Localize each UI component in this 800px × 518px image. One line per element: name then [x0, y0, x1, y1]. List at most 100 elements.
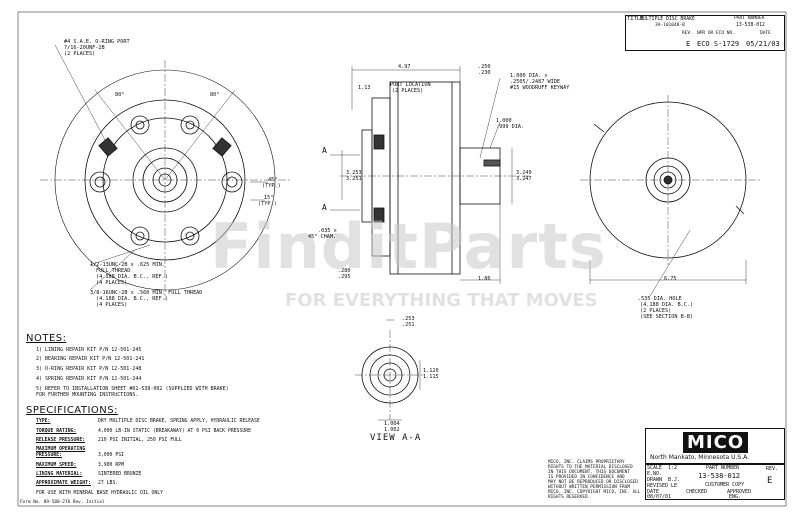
spec-release: RELEASE PRESSURE: 210 PSI INITIAL, 250 PS… [36, 438, 182, 443]
proprietary-1: MICO, INC. CLAIMS PROPRIETARY [548, 460, 625, 465]
dim-186: 1.86 [478, 276, 491, 282]
dim-497: 4.97 [398, 64, 411, 70]
spec-type-key: TYPE: [36, 419, 51, 424]
drawn-label: DRAWN [647, 477, 663, 483]
note-2: 2) BEARING REPAIR KIT P/N 12-501-241 [36, 356, 145, 362]
spec-maxop-value: 3,000 PSI [98, 453, 124, 458]
dim-1115: 1.115 [423, 374, 439, 380]
dim-thread2b: (4.188 DIA. B.C., REF.) [96, 296, 168, 302]
dim-280: .280 [338, 268, 351, 274]
title-label: TITLE [627, 16, 644, 22]
spec-weight-key: APPROXIMATE WEIGHT: [36, 481, 91, 486]
date-label: DATE [760, 31, 771, 36]
specs-heading: SPECIFICATIONS: [26, 405, 119, 416]
dim-295: .295 [338, 274, 351, 280]
dim-253: .253 [402, 316, 415, 322]
proprietary-2: RIGHTS TO THE MATERIAL DISCLOSED [548, 465, 633, 470]
revised-value: LE [671, 483, 678, 489]
mico-logo: MICO [683, 432, 749, 453]
dim-hole: .535 DIA. HOLE [638, 296, 682, 302]
dim-250: .250 [478, 64, 491, 70]
spec-release-value: 210 PSI INITIAL, 250 PSI FULL [98, 438, 182, 443]
dim-cham: .035 x [318, 228, 337, 234]
dim-999: .999 DIA. [496, 124, 525, 130]
dim-port-thread: 7/16-20UNF-2B [64, 45, 105, 51]
dim-3251: 3.251 [346, 176, 362, 182]
spec-weight-value: 27 LBS. [98, 481, 119, 486]
title-block [625, 15, 785, 51]
section-a-top: A [322, 146, 327, 155]
note-1: 1) LINING REPAIR KIT P/N 12-501-245 [36, 347, 142, 353]
company-block [645, 428, 785, 464]
company-address: North Mankato, Minnesota U.S.A. [650, 454, 750, 461]
spec-lining: LINING MATERIAL: SINTERED BRONZE [36, 472, 141, 477]
dim-thread2: 3/8-16UNC-2B x .560 MIN. FULL THREAD [90, 290, 203, 296]
drawn-value: B.J. [668, 477, 681, 483]
part-number-value: 13-538-012 [736, 23, 765, 28]
spec-lining-key: LINING MATERIAL: [36, 472, 83, 477]
dim-hole4: (SEE SECTION B-B) [640, 314, 694, 320]
spec-oil: FOR USE WITH MINERAL BASE HYDRAULIC OIL … [36, 491, 164, 496]
dim-angle-right: 80° [210, 92, 220, 98]
date-value-bottom: 08/07/01 [647, 494, 672, 500]
proprietary-4: IS PROVIDED IN CONFIDENCE AND [548, 475, 625, 480]
spec-speed-key: MAXIMUM SPEED: [36, 463, 77, 468]
title-sub: 3A-101048-B [655, 23, 685, 28]
view-aa-label: VIEW A-A [370, 433, 422, 443]
dim-1002: 1.002 [384, 427, 400, 433]
rev-value: E [686, 40, 691, 48]
revised-label: REVISED [647, 483, 669, 489]
dim-ang45: 45° [268, 177, 278, 183]
spec-maxop-key: PRESSURE: [36, 453, 62, 458]
date-label-bottom: DATE [647, 489, 660, 495]
dim-thread2c: (4 PLACES) [96, 302, 128, 308]
note-5: 5) REFER TO INSTALLATION SHEET #01-538-0… [36, 386, 229, 392]
proprietary-8: RIGHTS RESERVED. [548, 495, 591, 500]
dim-port-loc-places: (2 PLACES) [392, 88, 424, 94]
part-number-label: PART NUMBER [734, 16, 765, 21]
spec-type-value: DRY MULTIPLE DISC BRAKE, SPRING APPLY, H… [98, 419, 260, 424]
dim-hole2: (4.188 DIA. B.C.) [640, 302, 694, 308]
spec-torque-key: TORQUE RATING: [36, 429, 77, 434]
dim-1004: 1.004 [384, 421, 400, 427]
dim-113: 1.13 [358, 85, 371, 91]
dim-cham2: 45° CHAM. [308, 234, 337, 240]
approved-label: APPROVED [727, 489, 752, 495]
spec-speed: MAXIMUM SPEED:3,900 RPM [36, 463, 124, 468]
dim-1000b: 1.000 [496, 118, 512, 124]
dim-thread1d: (4 PLACES) [96, 280, 128, 286]
dim-thread1b: FULL THREAD [96, 268, 131, 274]
dim-wide: .2505/.2487 WIDE [510, 79, 560, 85]
scale-label: SCALE [647, 465, 663, 471]
dim-3247: 3.247 [516, 176, 532, 182]
drawing-info-block [645, 464, 785, 500]
proprietary-6: WITHOUT WRITTEN PERMISSION FROM [548, 485, 630, 490]
title-value: MULTIPLE DISC BRAKE [640, 17, 695, 22]
note-5b: FOR FURTHER MOUNTING INSTRUCTIONS. [36, 392, 139, 398]
dim-675: 6.75 [664, 276, 677, 282]
dim-thread1c: (4.188 DIA. B.C., REF.) [96, 274, 168, 280]
notes-heading: NOTES: [26, 333, 67, 344]
note-3: 3) O-RING REPAIR KIT P/N 12-501-248 [36, 366, 142, 372]
spec-release-key: RELEASE PRESSURE: [36, 438, 86, 443]
spec-lining-value: SINTERED BRONZE [98, 472, 142, 477]
dim-typ: (TYP.) [262, 183, 281, 189]
customer-copy: CUSTOMER COPY [705, 482, 745, 488]
spec-torque-value: 4,000 LB-IN STATIC (BREAKAWAY) AT 0 PSI … [98, 429, 252, 434]
watermark-brand: FinditParts [210, 210, 607, 283]
part-number-value-bottom: 13-538-012 [698, 472, 741, 480]
dim-keyway: #15 WOODRUFF KEYWAY [510, 85, 570, 91]
spec-maxop-key1: MAXIMUM OPERATING [36, 447, 86, 452]
dim-dia1000: 1.000 DIA. x [510, 73, 548, 79]
dim-3249: 3.249 [516, 170, 532, 176]
spec-maxop: PRESSURE: 3,000 PSI [36, 453, 124, 458]
spec-weight: APPROXIMATE WEIGHT: 27 LBS. [36, 481, 118, 486]
scale-value: 1:2 [668, 465, 678, 471]
eno-label: E.NO. [647, 471, 663, 477]
rev-value-bottom: E [767, 476, 773, 486]
dim-angle-left: 80° [115, 92, 125, 98]
dim-hole3: (2 PLACES) [640, 308, 672, 314]
dim-1120: 1.120 [423, 368, 439, 374]
